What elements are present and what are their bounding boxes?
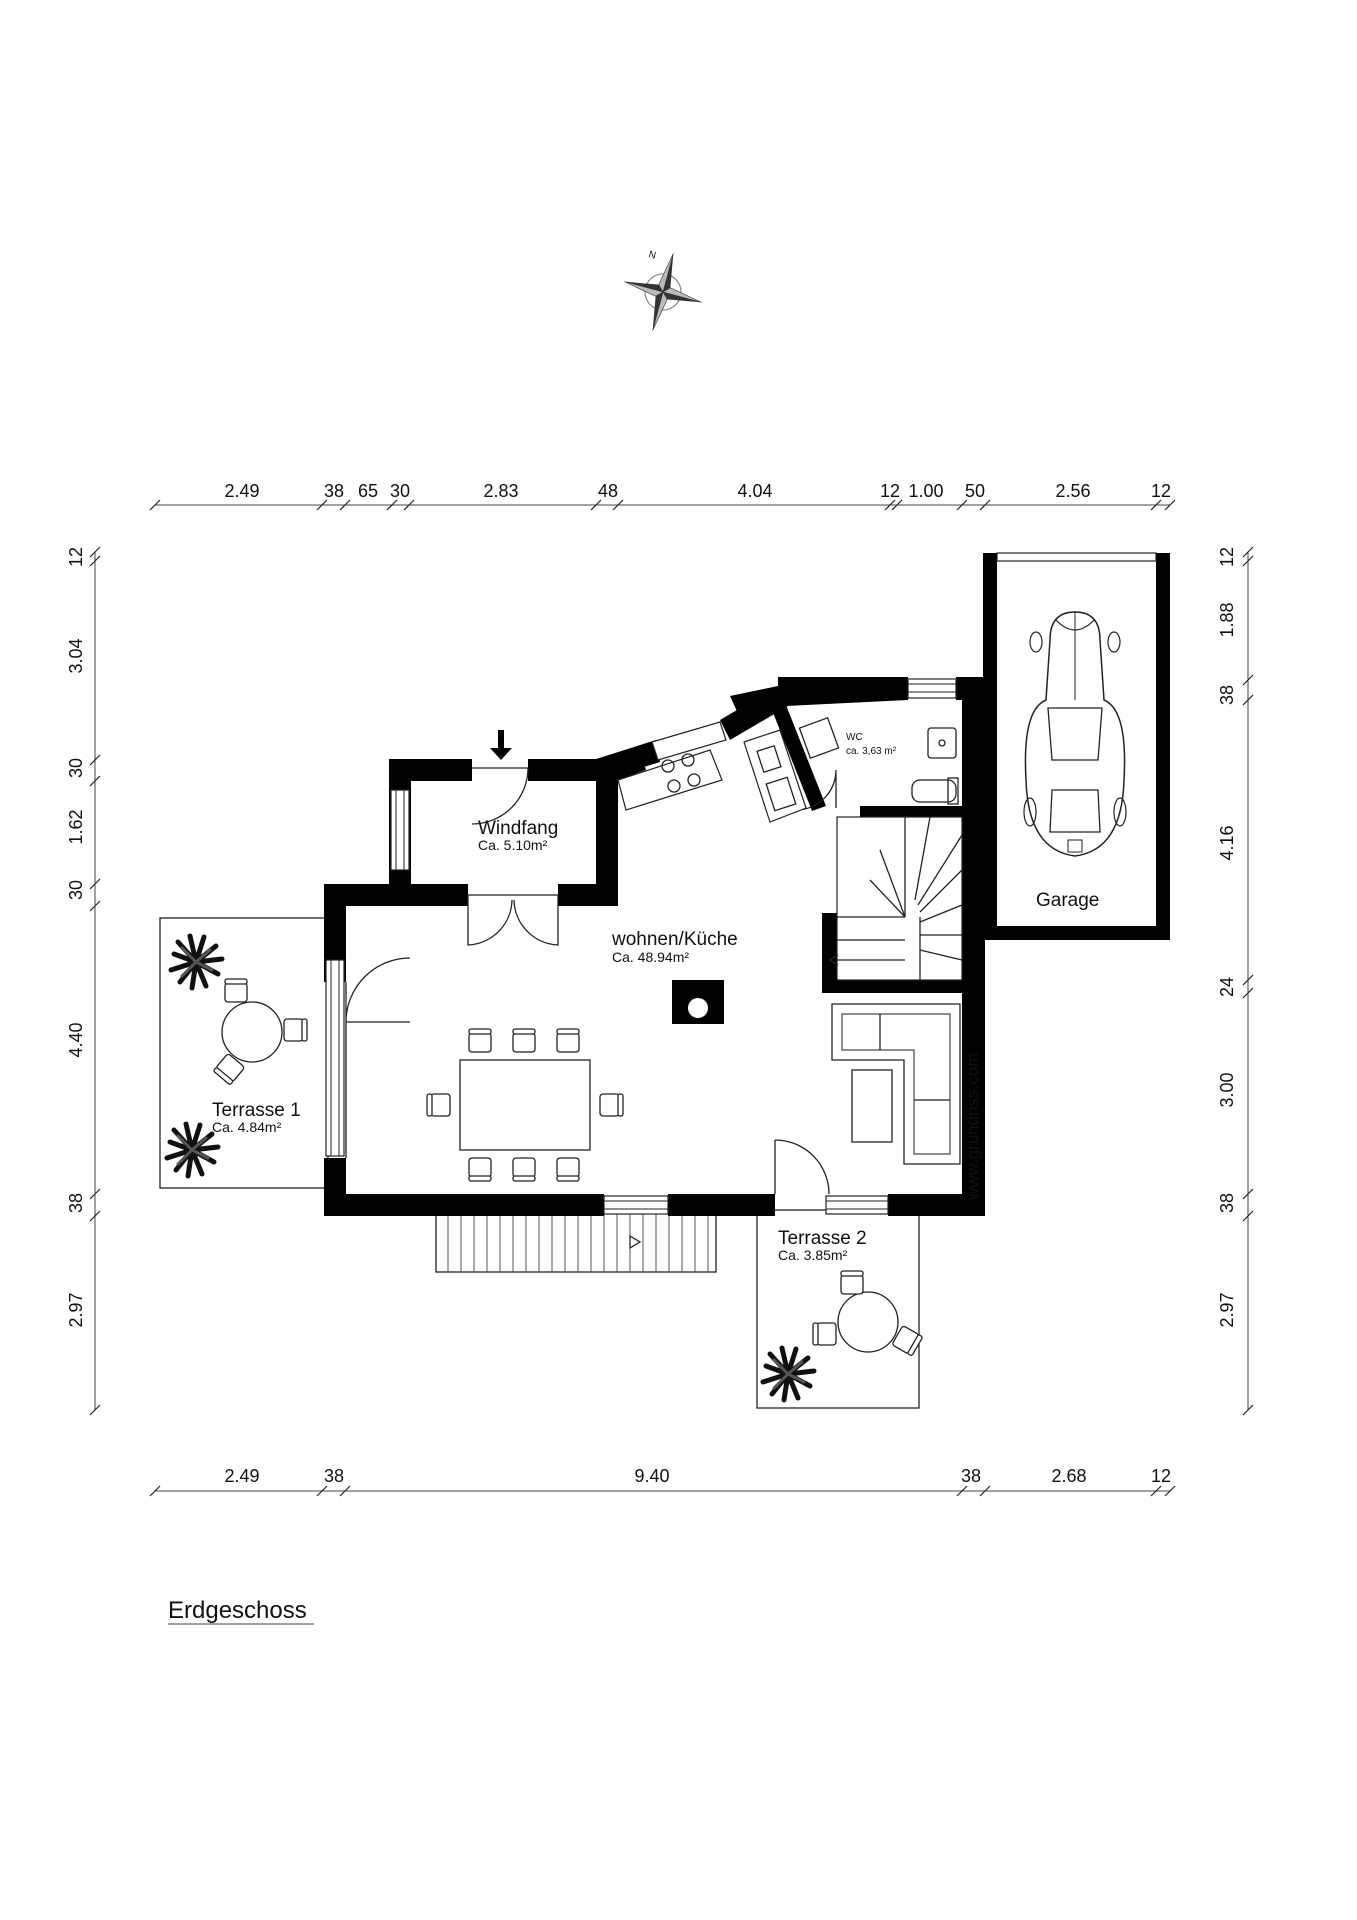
windows <box>325 678 957 1215</box>
dim-top-6: 48 <box>598 481 618 501</box>
dim-right-8: 2.97 <box>1217 1292 1237 1327</box>
dim-left-2: 3.04 <box>66 638 86 673</box>
dim-top-12: 12 <box>1151 481 1171 501</box>
room-label-terrasse2: Terrasse 2 <box>778 1228 867 1249</box>
terrasse-1-furniture <box>167 936 308 1176</box>
dim-bottom-5: 2.68 <box>1051 1466 1086 1486</box>
dim-top-11: 2.56 <box>1055 481 1090 501</box>
dim-left-3: 30 <box>66 758 86 778</box>
dim-right-1: 12 <box>1217 547 1237 567</box>
watermark: www.grundriss.com <box>963 1053 982 1201</box>
dimension-lines <box>89 499 1254 1497</box>
dim-top-7: 4.04 <box>737 481 772 501</box>
dim-left-6: 4.40 <box>66 1022 86 1057</box>
sofa <box>831 1003 961 1165</box>
house-walls <box>324 677 985 1216</box>
room-label-wc: WC <box>846 732 863 743</box>
dim-left-7: 38 <box>66 1193 86 1213</box>
floor-title: Erdgeschoss <box>168 1597 307 1624</box>
terrasse-2-furniture <box>763 1270 924 1400</box>
dim-bottom-1: 2.49 <box>224 1466 259 1486</box>
dim-bottom-4: 38 <box>961 1466 981 1486</box>
dim-right-3: 38 <box>1217 685 1237 705</box>
room-area-wc: ca. 3,63 m² <box>846 746 897 757</box>
entrance-stairs <box>435 1209 717 1273</box>
dim-right-7: 38 <box>1217 1193 1237 1213</box>
dim-top-1: 2.49 <box>224 481 259 501</box>
dim-left-8: 2.97 <box>66 1292 86 1327</box>
dim-top-2: 38 <box>324 481 344 501</box>
dim-top-9: 1.00 <box>908 481 943 501</box>
compass-north-label: N <box>647 249 657 261</box>
dim-top-10: 50 <box>965 481 985 501</box>
chimney-flue <box>688 998 708 1018</box>
entrance-arrow-icon <box>490 730 512 760</box>
dim-right-2: 1.88 <box>1217 602 1237 637</box>
room-label-windfang: Windfang <box>478 818 558 839</box>
doors <box>345 767 837 1195</box>
wc-fixtures <box>798 717 959 805</box>
dim-top-4: 30 <box>390 481 410 501</box>
dim-left-1: 12 <box>66 547 86 567</box>
dim-right-6: 3.00 <box>1217 1072 1237 1107</box>
dim-left-4: 1.62 <box>66 809 86 844</box>
compass-rose-icon <box>624 253 702 331</box>
room-area-wohnen: Ca. 48.94m² <box>612 949 689 965</box>
dim-bottom-2: 38 <box>324 1466 344 1486</box>
kitchen-counter <box>617 729 807 823</box>
dim-top-5: 2.83 <box>483 481 518 501</box>
dim-right-4: 4.16 <box>1217 825 1237 860</box>
dim-bottom-6: 12 <box>1151 1466 1171 1486</box>
room-area-windfang: Ca. 5.10m² <box>478 837 548 853</box>
dim-bottom-3: 9.40 <box>634 1466 669 1486</box>
indoor-staircase <box>828 816 963 981</box>
garage-walls <box>983 552 1170 940</box>
room-label-terrasse1: Terrasse 1 <box>212 1100 301 1121</box>
room-area-terrasse1: Ca. 4.84m² <box>212 1119 282 1135</box>
dining-set <box>426 1028 624 1182</box>
room-label-garage: Garage <box>1036 890 1099 911</box>
room-area-terrasse2: Ca. 3.85m² <box>778 1247 848 1263</box>
car-icon <box>1023 611 1127 857</box>
dim-right-5: 24 <box>1217 977 1237 997</box>
room-label-wohnen: wohnen/Küche <box>611 929 738 950</box>
dim-top-3: 65 <box>358 481 378 501</box>
dim-top-8: 12 <box>880 481 900 501</box>
dim-left-5: 30 <box>66 880 86 900</box>
